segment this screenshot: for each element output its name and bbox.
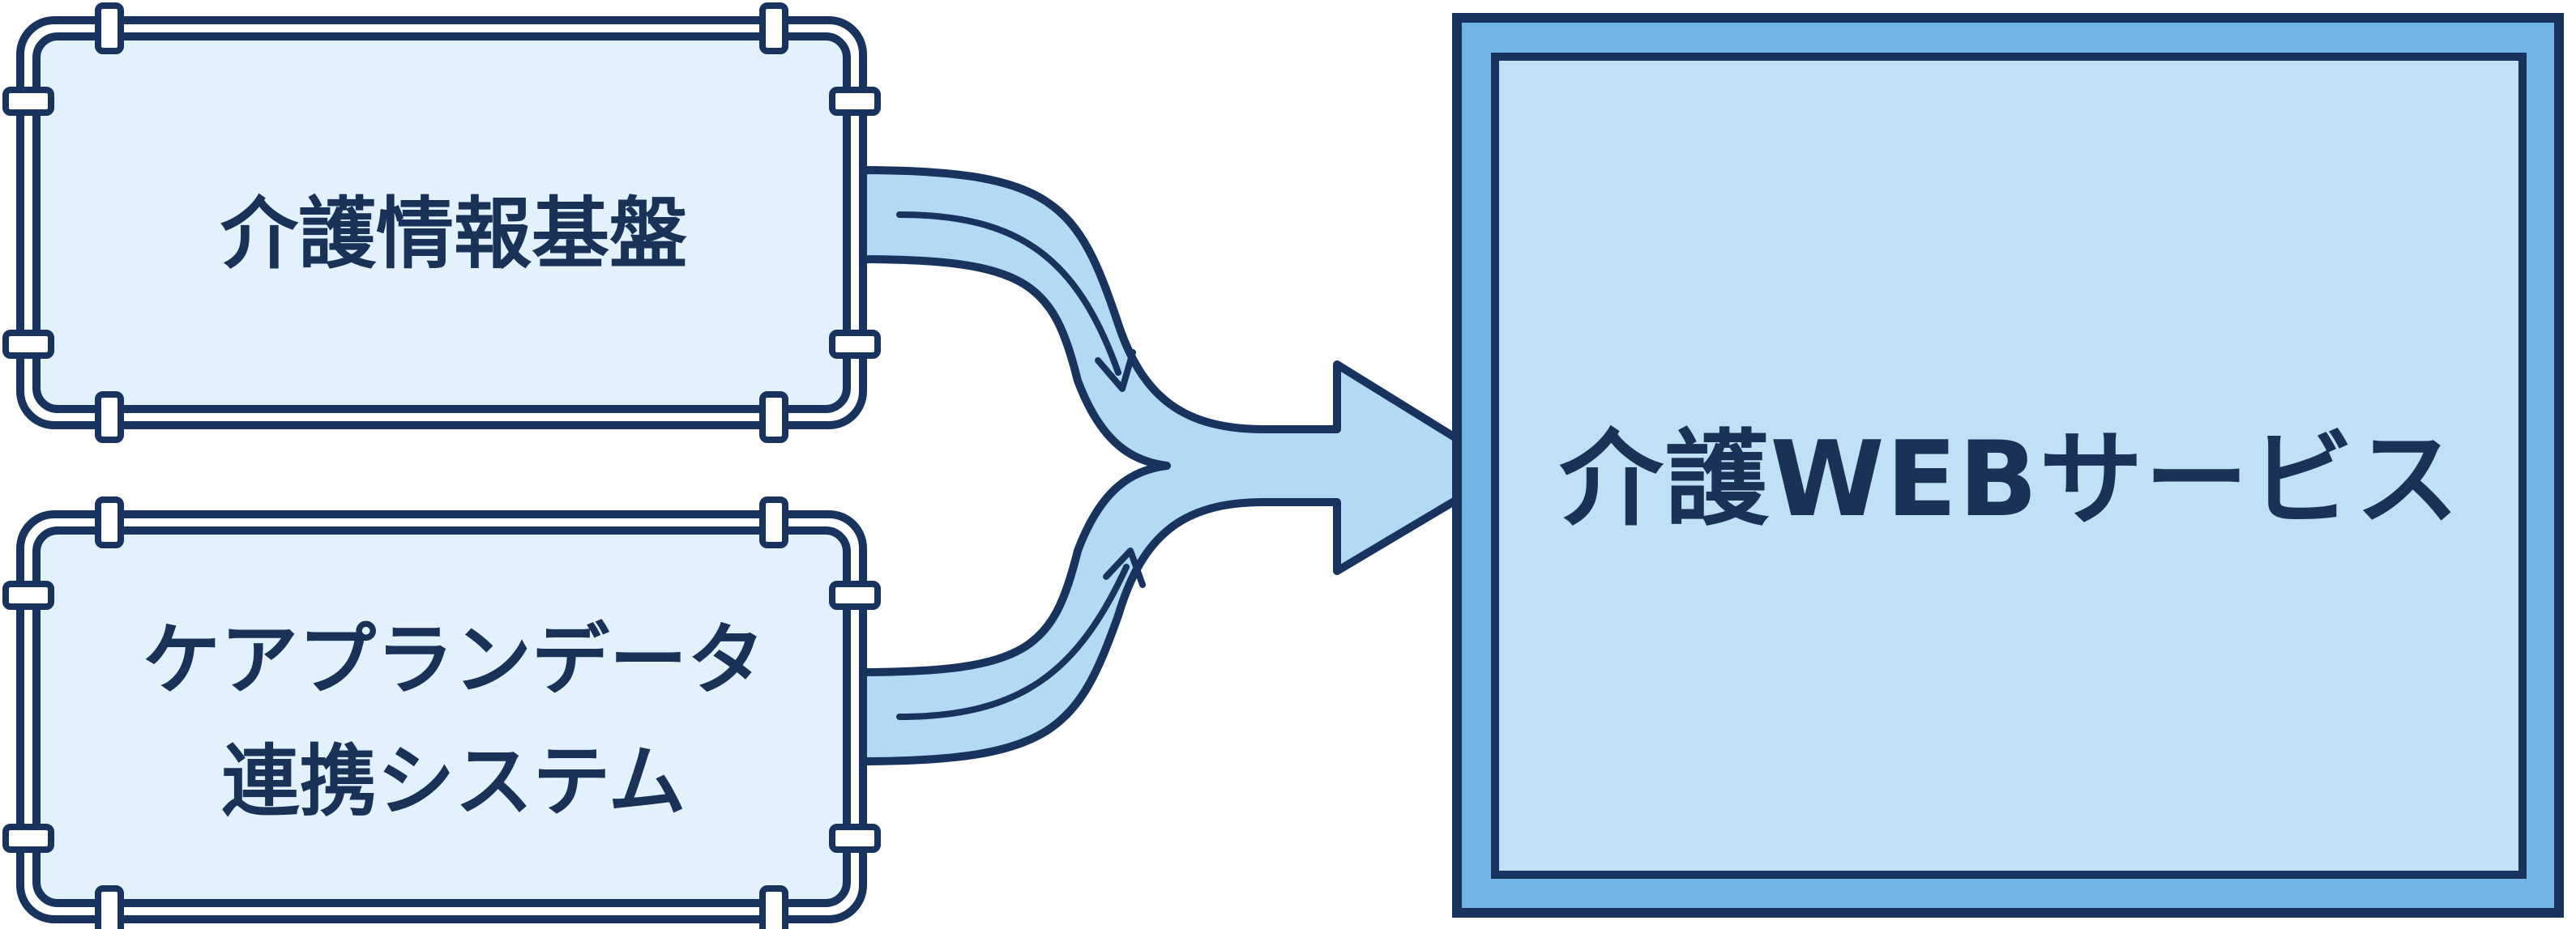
flow-arrowhead-top [1095,349,1136,392]
source-bottom-label: ケアプランデータ 連携システム [49,526,859,915]
flow-line-top [896,211,1121,376]
source-bottom-line2: 連携システム [221,736,686,827]
flow-arrowhead-bottom [1103,548,1146,588]
flow-line-bottom [896,564,1130,720]
source-top-label: 介護情報基盤 [49,32,859,421]
merge-arrow [855,166,1511,765]
target-text: 介護WEBサービス [1559,419,2461,540]
source-bottom-line1: ケアプランデータ [143,615,765,705]
source-top-text: 介護情報基盤 [220,188,687,279]
target-label: 介護WEBサービス [1497,57,2523,883]
target-box [1452,13,2564,918]
